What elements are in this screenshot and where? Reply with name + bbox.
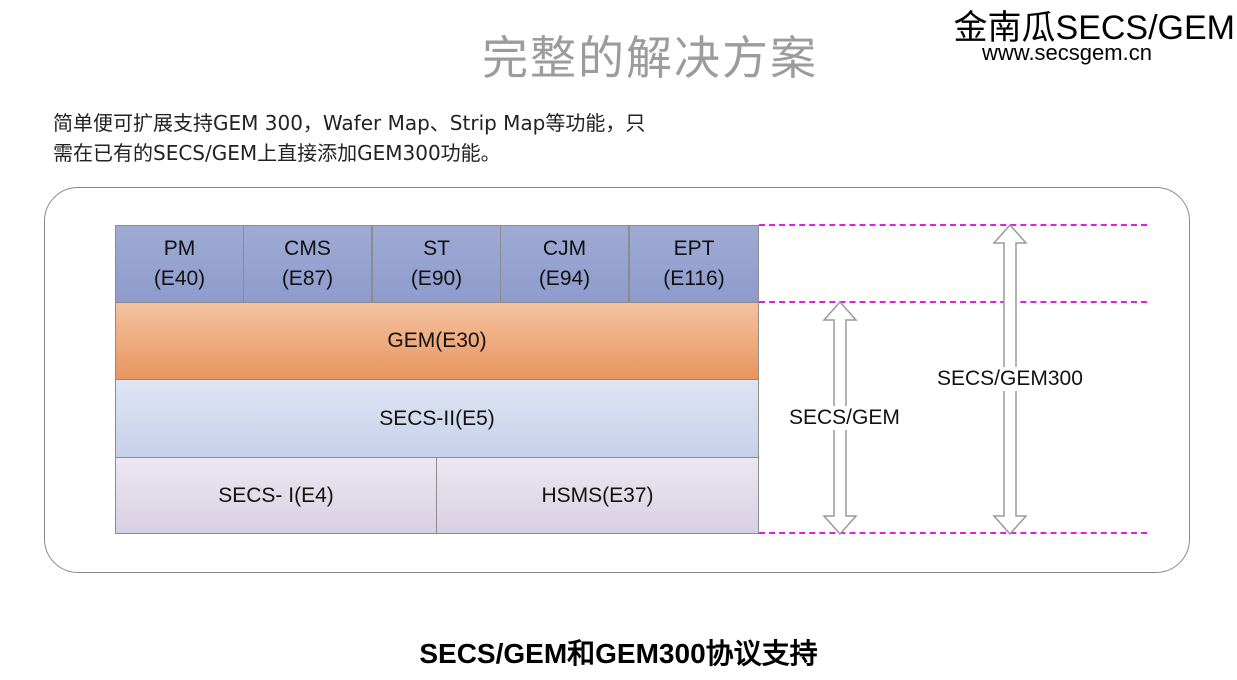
description-line-1: 简单便可扩展支持GEM 300，Wafer Map、Strip Map等功能，只 xyxy=(53,111,646,135)
profile-name: PM xyxy=(163,237,196,260)
profile-code: (E90) xyxy=(410,267,463,290)
description-line-2: 需在已有的SECS/GEM上直接添加GEM300功能。 xyxy=(53,141,501,165)
profile-code: (E116) xyxy=(663,267,725,290)
description: 简单便可扩展支持GEM 300，Wafer Map、Strip Map等功能，只… xyxy=(53,108,753,168)
profile-box-st: ST (E90) xyxy=(372,225,501,303)
profile-box-ept: EPT (E116) xyxy=(629,225,759,303)
profile-code: (E40) xyxy=(153,267,206,290)
page-title: 完整的解决方案 xyxy=(482,31,818,85)
layer-secs1: SECS- I(E4) xyxy=(115,457,437,534)
profile-name: EPT xyxy=(673,237,715,260)
profile-box-cms: CMS (E87) xyxy=(243,225,372,303)
layer-secs2: SECS-II(E5) xyxy=(115,379,759,458)
profile-box-cjm: CJM (E94) xyxy=(500,225,629,303)
guide-line-top xyxy=(759,224,1147,226)
profile-name: CJM xyxy=(542,237,587,260)
brand-url: www.secsgem.cn xyxy=(982,40,1152,65)
profile-code: (E94) xyxy=(538,267,591,290)
layer-gem: GEM(E30) xyxy=(115,302,759,380)
guide-line-middle xyxy=(759,301,1147,303)
profile-box-pm: PM (E40) xyxy=(115,225,244,303)
guide-line-bottom xyxy=(759,532,1147,534)
secs-gem300-label: SECS/GEM300 xyxy=(936,367,1084,391)
profile-name: CMS xyxy=(284,237,331,260)
brand-logo-text: 金南瓜SECS/GEM xyxy=(953,9,1235,47)
diagram-caption: SECS/GEM和GEM300协议支持 xyxy=(419,638,818,669)
layer-hsms: HSMS(E37) xyxy=(436,457,759,534)
profile-code: (E87) xyxy=(281,267,334,290)
profile-name: ST xyxy=(423,237,450,260)
secs-gem-label: SECS/GEM xyxy=(788,406,901,430)
